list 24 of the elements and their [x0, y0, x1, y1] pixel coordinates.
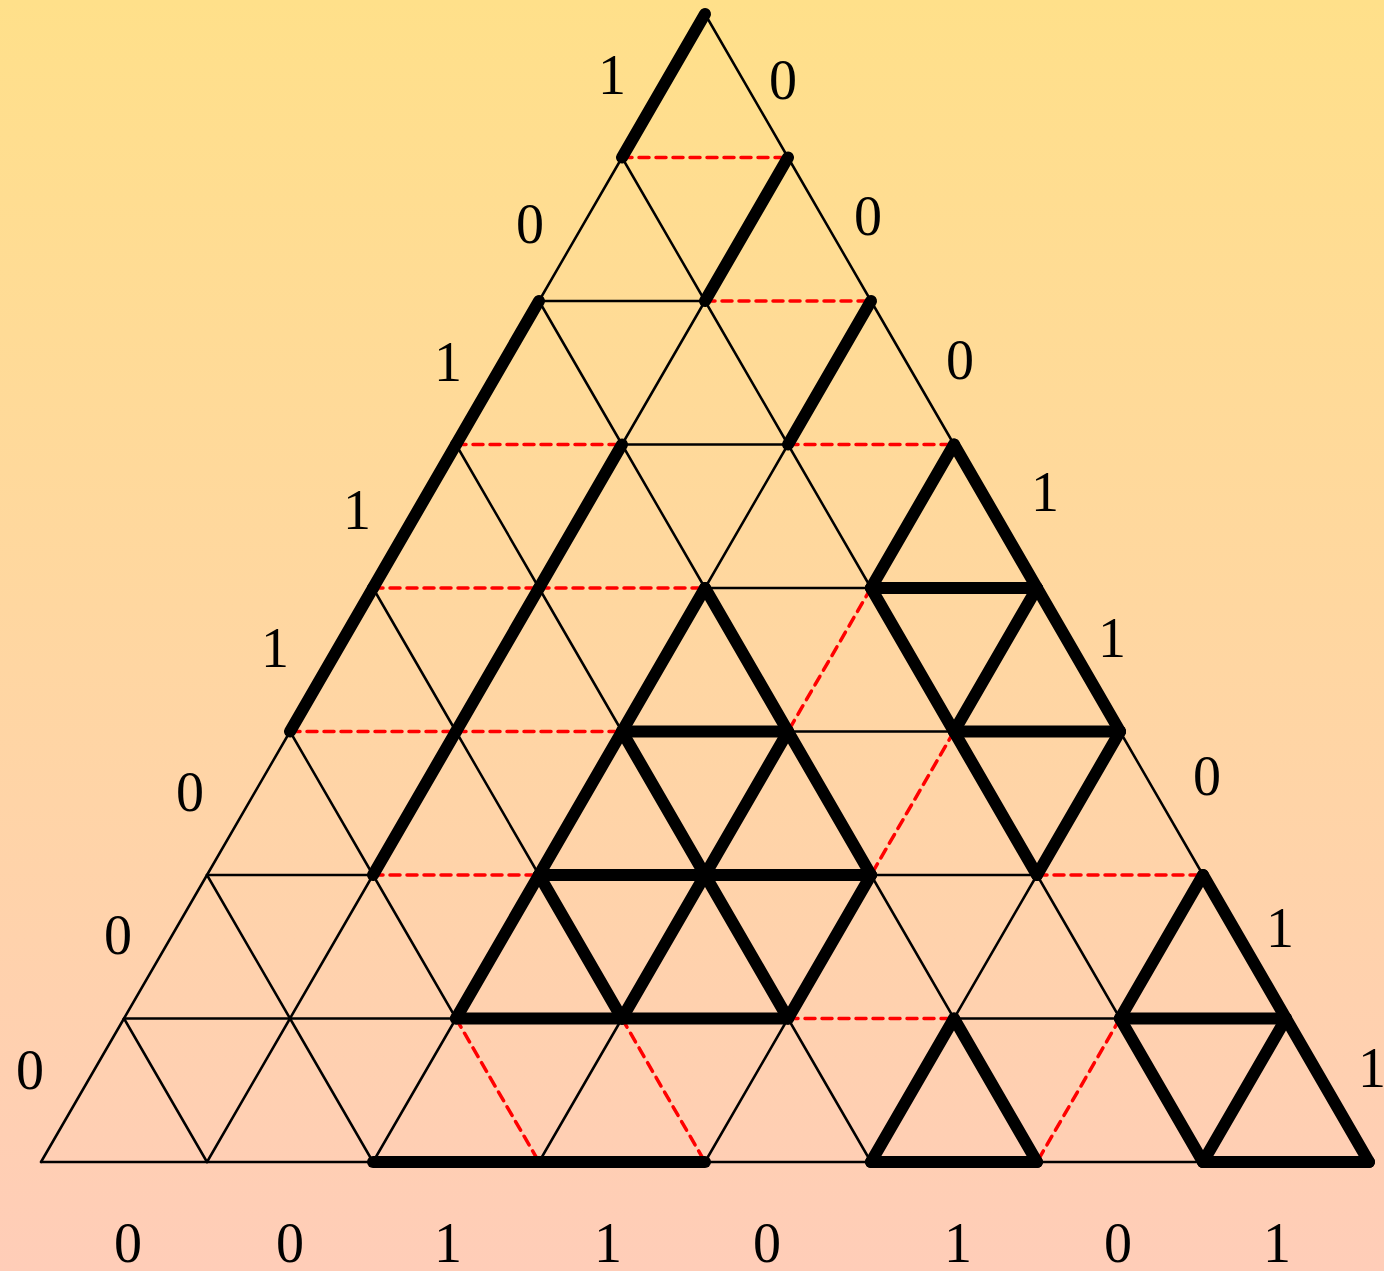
digit-label: 0: [946, 332, 974, 388]
digit-label: 1: [944, 1215, 972, 1271]
digit-label: 0: [1193, 748, 1221, 804]
digit-label: 0: [769, 52, 797, 108]
digit-label: 1: [1098, 610, 1126, 666]
digit-label: 0: [114, 1215, 142, 1271]
digit-label: 0: [1104, 1215, 1132, 1271]
digit-label: 1: [434, 1215, 462, 1271]
digit-label: 0: [176, 764, 204, 820]
digit-label: 0: [516, 196, 544, 252]
digit-label: 1: [1266, 900, 1294, 956]
digit-label: 1: [594, 1215, 622, 1271]
digit-label: 1: [261, 620, 289, 676]
digit-label: 1: [343, 482, 371, 538]
digit-label: 1: [1031, 464, 1059, 520]
digit-label: 1: [434, 334, 462, 390]
digit-label: 0: [854, 188, 882, 244]
digit-label: 0: [753, 1215, 781, 1271]
digit-label: 0: [16, 1042, 44, 1098]
digit-label: 0: [104, 907, 132, 963]
digit-label: 1: [1358, 1040, 1384, 1096]
digit-label: 1: [598, 47, 626, 103]
digit-label: 0: [276, 1215, 304, 1271]
digit-label: 1: [1263, 1215, 1291, 1271]
